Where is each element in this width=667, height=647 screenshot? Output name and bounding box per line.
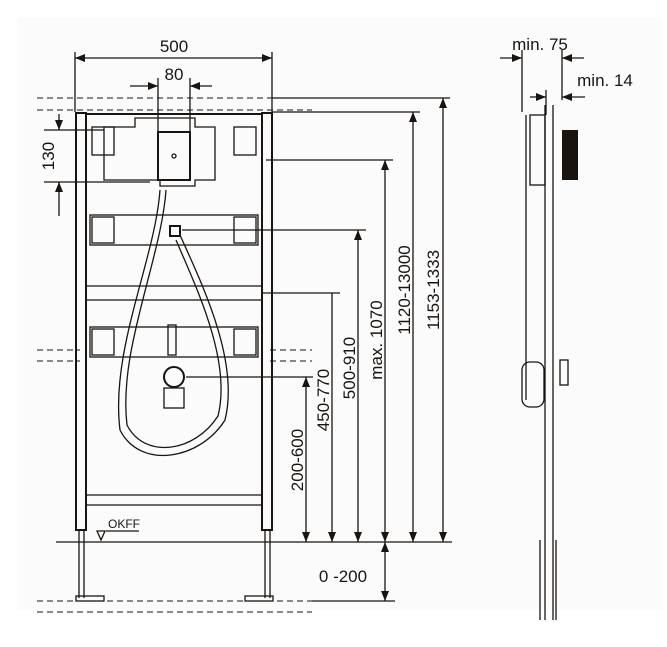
dimension-max-1070: max. 1070: [266, 159, 393, 542]
svg-text:80: 80: [165, 65, 184, 84]
dimension-200-600: 200-600: [186, 376, 313, 542]
dimension-0-200: 0 -200: [319, 542, 389, 601]
svg-text:450-770: 450-770: [314, 369, 333, 431]
svg-text:500-910: 500-910: [340, 337, 359, 399]
dimension-80: 80: [130, 65, 212, 132]
outlet-fitting: [163, 366, 185, 388]
dimension-450-770: 450-770: [262, 292, 340, 542]
level-marker-icon: [95, 530, 139, 542]
svg-text:min. 75: min. 75: [512, 35, 568, 54]
svg-text:500: 500: [160, 37, 188, 56]
valve-box: [562, 130, 578, 180]
svg-text:1153-1333: 1153-1333: [424, 250, 443, 330]
dimension-1153-1333: 1153-1333: [424, 98, 447, 542]
dimension-1120-13000: 1120-13000: [395, 112, 417, 542]
svg-text:200-600: 200-600: [288, 429, 307, 491]
dimension-500: 500: [74, 37, 273, 112]
dimension-130: 130: [39, 114, 150, 216]
side-view: min. 75 min. 14: [500, 35, 633, 620]
valve-body: [157, 131, 191, 181]
mid-slab: [37, 349, 312, 362]
background-panel: [17, 17, 662, 309]
svg-text:min. 14: min. 14: [577, 71, 633, 90]
svg-text:0 -200: 0 -200: [319, 567, 367, 586]
ceiling-slab: [37, 97, 450, 113]
svg-text:130: 130: [39, 142, 58, 170]
frame: [75, 112, 274, 602]
svg-text:max. 1070: max. 1070: [367, 300, 386, 379]
svg-text:1120-13000: 1120-13000: [395, 245, 414, 335]
dimension-500-910: 500-910: [182, 229, 366, 542]
floor-level-label: OKFF: [108, 517, 140, 531]
